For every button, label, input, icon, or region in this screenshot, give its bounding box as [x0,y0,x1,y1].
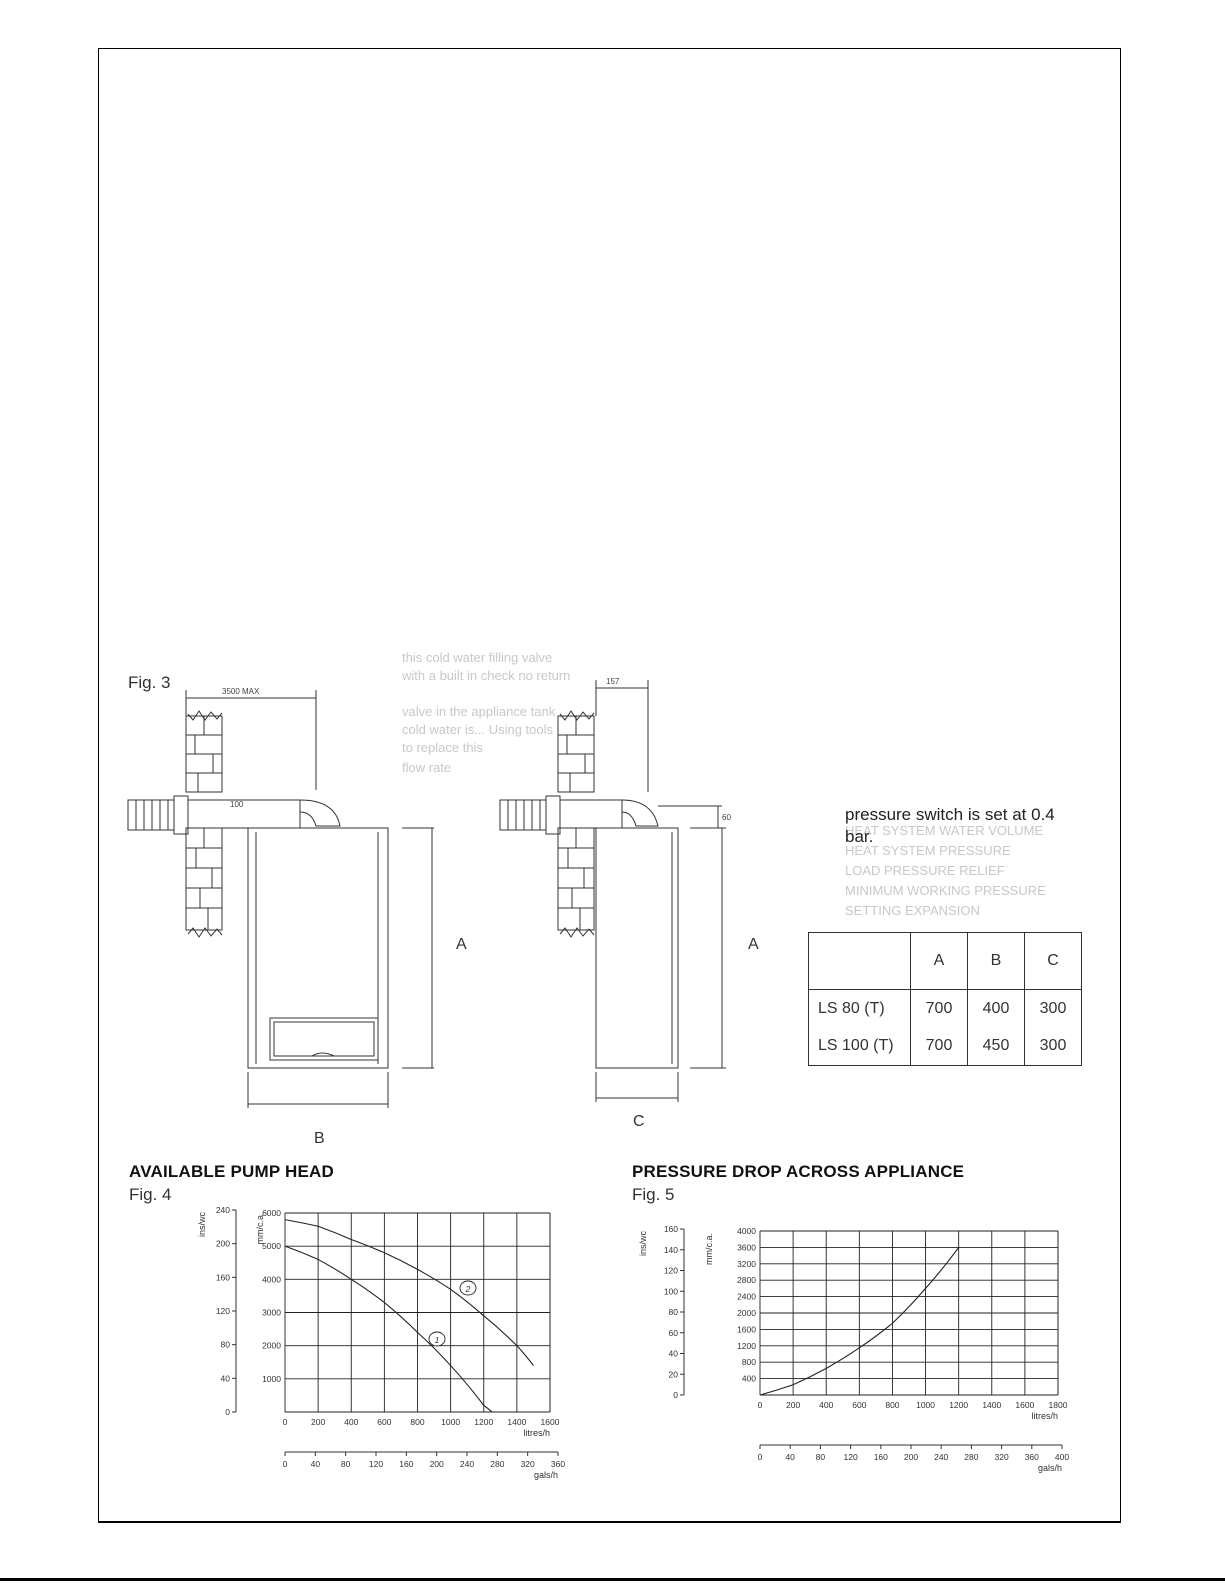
table-cell: 700 [910,1027,968,1066]
note-line: bar. [845,827,874,846]
ghost-line: to replace this [402,740,483,755]
dim-label-c: C [633,1113,645,1130]
table-cell: LS 80 (T) [808,989,911,1028]
note-line: pressure switch is set at 0.4 [845,805,1055,824]
ghost-line: MINIMUM WORKING PRESSURE [845,883,1046,898]
ghost-line: flow rate [402,760,452,775]
pressure-switch-note: pressure switch is set at 0.4 bar. [845,804,1095,848]
fig5-label: Fig. 5 [632,1185,675,1204]
table-header-cell: C [1024,932,1082,990]
ghost-line: cold water is... Using tools [402,722,554,737]
ghost-line: with a built in check no return [402,668,571,683]
dim-label-b: B [314,1130,325,1147]
fig5-heading: PRESSURE DROP ACROSS APPLIANCE [632,1162,965,1181]
dim-label-a-left: A [456,936,467,953]
table-row: LS 80 (T) 700 400 300 [808,989,1082,1028]
dim-60: 60 [722,813,731,822]
page-frame [98,48,1121,1523]
table-cell: 300 [1024,989,1082,1028]
dim-label-a-right: A [748,936,759,953]
table-row: LS 100 (T) 700 450 300 [808,1027,1082,1066]
table-header-cell: B [967,932,1025,990]
table-cell: 700 [910,989,968,1028]
dim-157: 157 [606,677,620,686]
fig3-label: Fig. 3 [128,673,171,692]
ghost-line: LOAD PRESSURE RELIEF [845,863,1005,878]
table-cell: 300 [1024,1027,1082,1066]
ghost-line: HEAT SYSTEM WATER VOLUME [845,823,1044,838]
bottom-rule [0,1578,1225,1581]
dimensions-table: A B C LS 80 (T) 700 400 300 LS 100 (T) 7… [808,932,1082,1066]
dim-100: 100 [230,800,244,809]
table-cell: 400 [967,989,1025,1028]
fig4-heading: AVAILABLE PUMP HEAD [129,1162,334,1181]
table-header-cell: A [910,932,968,990]
fig4-label: Fig. 4 [129,1185,172,1204]
ghost-line: this cold water filling valve [402,650,553,665]
table-cell: 450 [967,1027,1025,1066]
table-header-cell [808,932,911,990]
ghost-line: valve in the appliance tank [402,704,556,719]
dim-3500-max: 3500 MAX [222,687,260,696]
table-cell: LS 100 (T) [808,1027,911,1066]
ghost-line: SETTING EXPANSION [845,903,980,918]
table-header-row: A B C [808,932,1082,990]
ghost-line: HEAT SYSTEM PRESSURE [845,843,1011,858]
